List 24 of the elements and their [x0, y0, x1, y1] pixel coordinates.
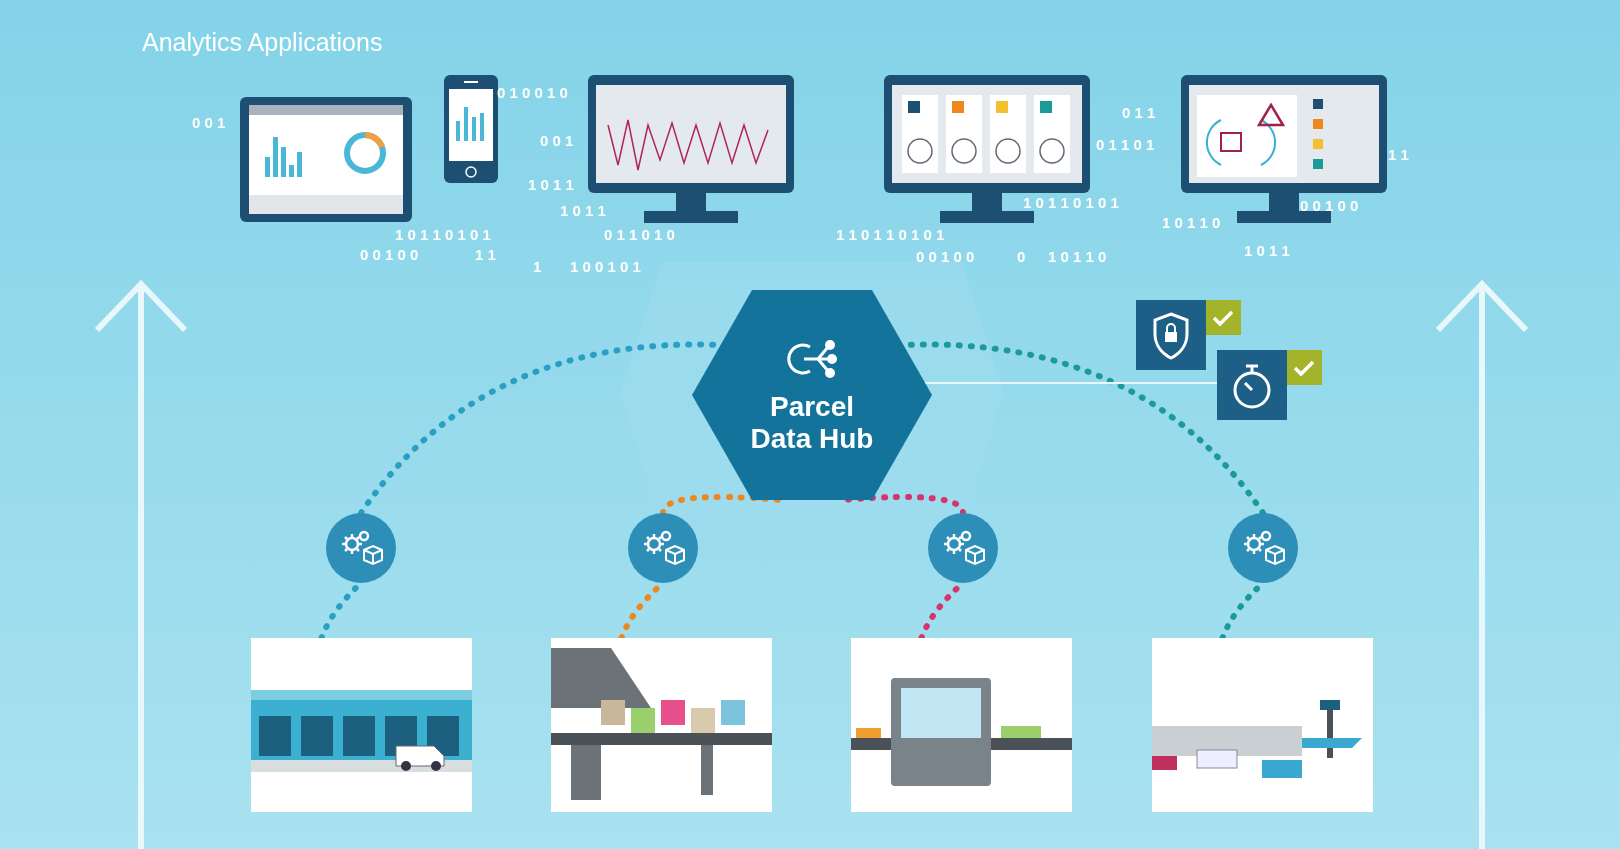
binary-digits: 1 0 0 1 0 1	[570, 257, 641, 277]
binary-digits: 1 0 1 1	[1244, 241, 1290, 261]
binary-digits: 0	[1017, 247, 1026, 267]
binary-digits: 0 0 1 0 0	[916, 247, 975, 267]
binary-digits: 0 1 1	[1122, 103, 1156, 123]
binary-digits: 1 1	[475, 245, 496, 265]
binary-digits: 0 0 1	[540, 131, 574, 151]
binary-digits: 1 0 1 1 0	[1048, 247, 1107, 267]
binary-digits: 1 1 0 1 1 0 1 0 1	[836, 225, 945, 245]
binary-digits: 0 0 1 0 0	[1300, 196, 1359, 216]
binary-digits: 1 0 1 1 0	[1162, 213, 1221, 233]
binary-digits: 1 0 1 1	[528, 175, 574, 195]
binary-digits: 1 0 1 1 0 1 0 1	[1023, 193, 1119, 213]
binary-digits: 1 1	[1388, 145, 1409, 165]
binary-digits: 0 0 1 0 0	[360, 245, 419, 265]
hexagon-hub	[692, 290, 932, 500]
binary-digits: 1	[533, 257, 542, 277]
hub-label: Parcel Data Hub	[749, 391, 875, 455]
binary-digits: 1 0 1 1 0 1 0 1	[395, 225, 491, 245]
binary-digits: 0 1 1 0 1	[1096, 135, 1155, 155]
title: Analytics Applications	[142, 27, 383, 58]
binary-digits: 0 1 1 0 1 0	[604, 225, 675, 245]
binary-digits: 1 0 1 1	[560, 201, 606, 221]
binary-digits: 0 0 1	[192, 113, 226, 133]
